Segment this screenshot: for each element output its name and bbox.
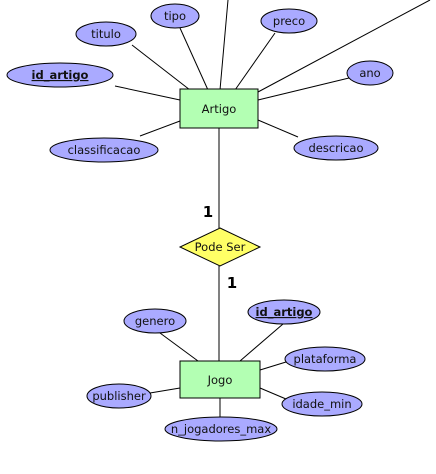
cardinality-jogo: 1 bbox=[227, 274, 237, 292]
edge-plataforma-jogo bbox=[259, 361, 287, 371]
attribute-tipo[interactable]: tipo bbox=[150, 3, 200, 29]
connectors bbox=[114, 0, 431, 417]
attribute-jogo-id-artigo-label: id_artigo bbox=[256, 305, 313, 320]
attribute-genero-label: genero bbox=[135, 314, 175, 328]
entity-jogo-box bbox=[179, 360, 261, 399]
attribute-n-jogadores-max-shape bbox=[164, 416, 278, 442]
attribute-id-artigo-pk[interactable]: id_artigo bbox=[6, 62, 114, 88]
attribute-genero[interactable]: genero bbox=[123, 308, 187, 334]
attribute-tipo-label: tipo bbox=[164, 9, 186, 23]
attribute-preco-label: preco bbox=[273, 14, 305, 28]
attribute-descricao[interactable]: descricao bbox=[293, 135, 379, 161]
cardinality-artigo: 1 bbox=[203, 203, 213, 221]
edge-descricao-artigo bbox=[257, 119, 299, 138]
attribute-publisher-label: publisher bbox=[92, 389, 146, 403]
attribute-ano-label: ano bbox=[359, 66, 380, 80]
edge-idade-min-jogo bbox=[259, 387, 287, 400]
attribute-idade-min-label: idade_min bbox=[292, 397, 351, 411]
edge-titulo-artigo bbox=[131, 44, 191, 91]
attribute-publisher-shape bbox=[86, 383, 152, 409]
entity-artigo[interactable]: Artigo bbox=[179, 88, 259, 129]
edge-id-artigo-jogo bbox=[239, 323, 284, 362]
edge-offscreen1-artigo bbox=[219, 0, 229, 91]
edge-offscreen2-artigo bbox=[257, 0, 431, 93]
entity-artigo-box bbox=[179, 88, 259, 129]
attribute-plataforma[interactable]: plataforma bbox=[284, 346, 366, 372]
attribute-plataforma-label: plataforma bbox=[294, 352, 357, 366]
attribute-jogo-id-artigo-pk[interactable]: id_artigo bbox=[247, 299, 321, 325]
attribute-classificacao-shape bbox=[49, 137, 159, 163]
edge-publisher-jogo bbox=[149, 387, 181, 394]
edge-classificacao-artigo bbox=[139, 120, 181, 137]
entity-jogo-label: Jogo bbox=[207, 373, 233, 387]
relationship-pode-ser[interactable]: Pode Ser bbox=[178, 227, 262, 267]
attribute-classificacao-label: classificacao bbox=[68, 143, 141, 157]
attribute-preco[interactable]: preco bbox=[260, 8, 318, 34]
attribute-tipo-shape bbox=[150, 3, 200, 29]
entity-jogo[interactable]: Jogo bbox=[179, 360, 261, 399]
attribute-titulo[interactable]: titulo bbox=[75, 21, 137, 47]
attribute-descricao-label: descricao bbox=[308, 141, 363, 155]
attribute-preco-shape bbox=[260, 8, 318, 34]
attribute-id-artigo-shape bbox=[6, 62, 114, 88]
relationship-diamond bbox=[178, 227, 262, 267]
attribute-idade-min-shape bbox=[281, 391, 363, 417]
edge-tipo-artigo bbox=[179, 27, 209, 91]
attribute-ano[interactable]: ano bbox=[346, 60, 394, 86]
attribute-n-jogadores-max-label: n_jogadores_max bbox=[171, 422, 271, 436]
edge-ano-artigo bbox=[257, 77, 350, 101]
edge-genero-jogo bbox=[159, 332, 199, 362]
attribute-jogo-id-artigo-shape bbox=[247, 299, 321, 325]
attribute-ano-shape bbox=[346, 60, 394, 86]
edge-preco-artigo bbox=[234, 32, 276, 91]
attribute-descricao-shape bbox=[293, 135, 379, 161]
attribute-id-artigo-label: id_artigo bbox=[32, 68, 89, 83]
attribute-publisher[interactable]: publisher bbox=[86, 383, 152, 409]
attribute-titulo-label: titulo bbox=[91, 27, 121, 41]
entity-artigo-label: Artigo bbox=[202, 102, 237, 116]
attribute-plataforma-shape bbox=[284, 346, 366, 372]
attribute-n-jogadores-max[interactable]: n_jogadores_max bbox=[164, 416, 278, 442]
edge-id-artigo-artigo bbox=[114, 85, 181, 101]
attribute-genero-shape bbox=[123, 308, 187, 334]
relationship-label: Pode Ser bbox=[195, 240, 246, 254]
attribute-classificacao[interactable]: classificacao bbox=[49, 137, 159, 163]
attribute-titulo-shape bbox=[75, 21, 137, 47]
attribute-idade-min[interactable]: idade_min bbox=[281, 391, 363, 417]
